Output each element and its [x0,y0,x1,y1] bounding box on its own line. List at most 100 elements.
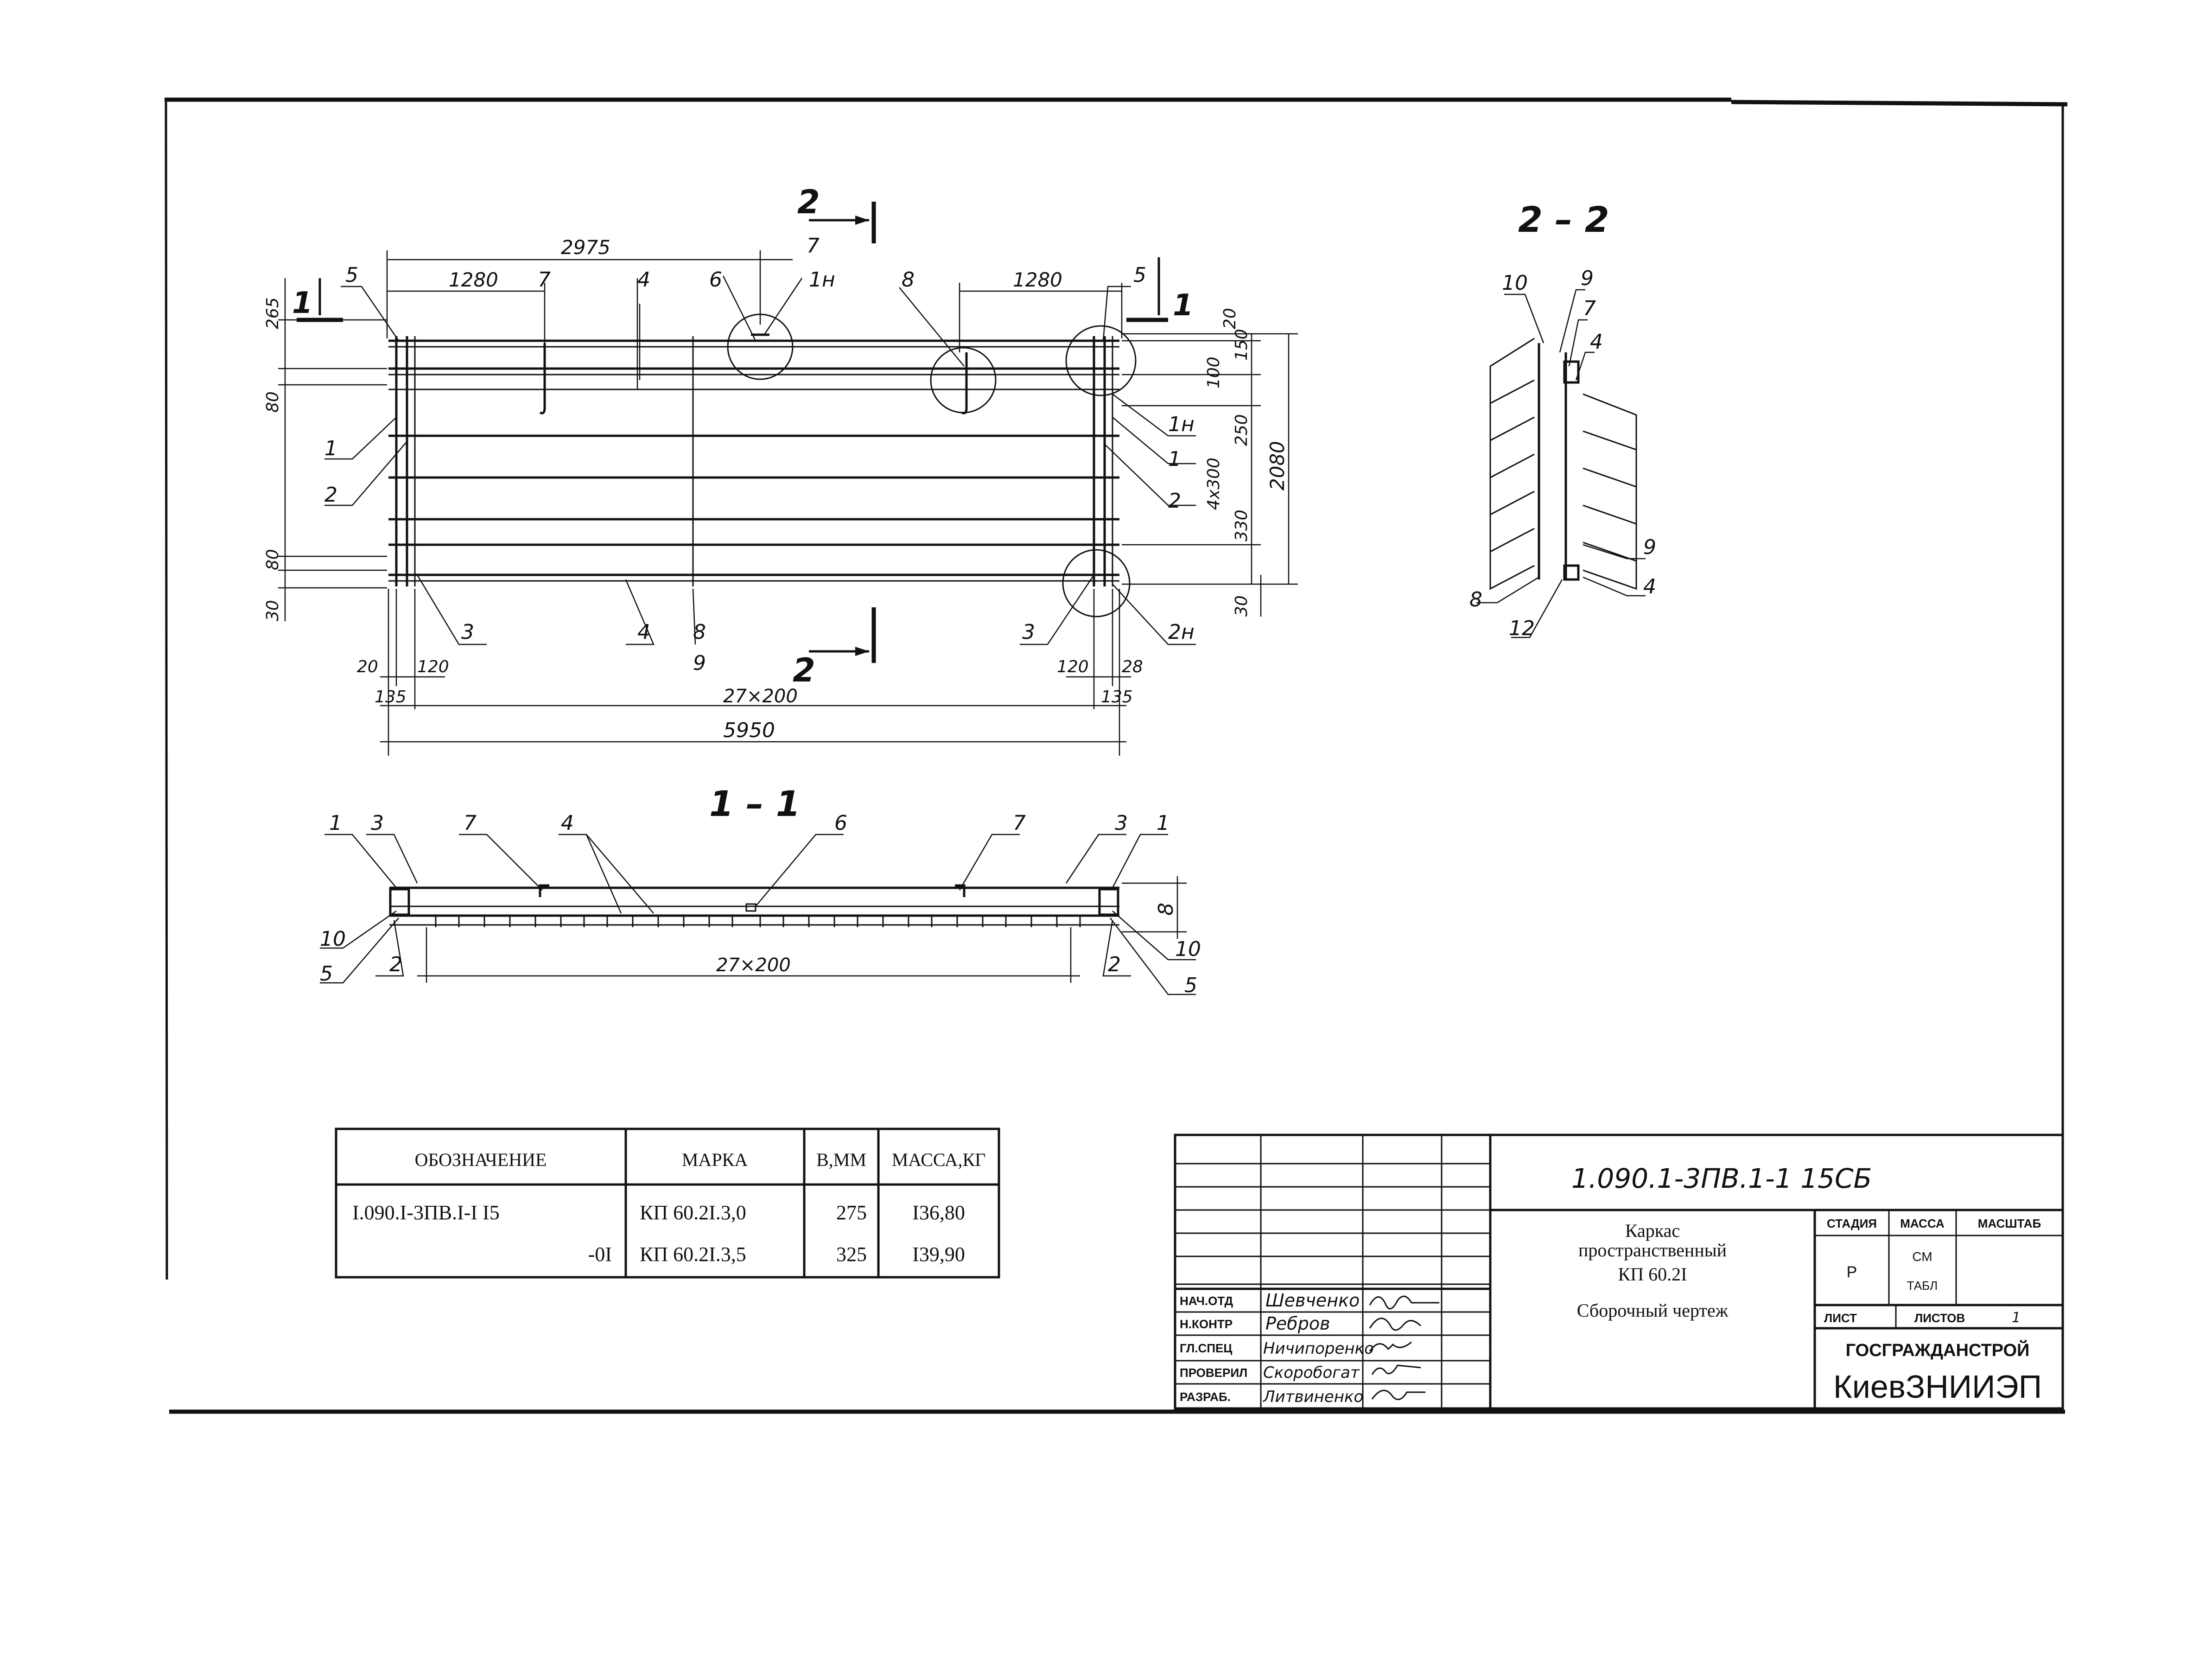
role-4: ПРОВЕРИЛ [1180,1366,1247,1380]
dim-265: 265 [263,297,282,329]
pos-4-top: 4 [637,268,650,292]
section-2-marker-top [809,202,876,243]
title-block: НАЧ.ОТД Шевченко Н.КОНТР Ребров ГЛ.СПЕЦ … [1174,1134,2064,1410]
hook-bar-8 [961,352,968,414]
top-dimensions [386,250,1123,389]
sec11-pos-10-right: 10 [1175,937,1201,961]
scale-label: МАСШТАБ [1978,1217,2041,1230]
spec-row2-b: 325 [836,1243,867,1266]
signature-grid [1175,1135,1490,1408]
spec-header-mass: МАССА,КГ [892,1149,986,1170]
dim-20-left: 20 [357,657,378,676]
section-1-1-leaders [320,834,1196,995]
role-2: Н.КОНТР [1180,1317,1233,1331]
sec11-pos-7-left: 7 [464,811,477,835]
spec-header-mark: МАРКА [682,1149,748,1170]
pos-5-left: 5 [345,263,358,287]
sec11-pos-4: 4 [561,811,574,835]
sec22-pos-8: 8 [1469,588,1482,611]
dim-27x200-section: 27×200 [716,955,791,976]
sec11-pos-10-left: 10 [320,927,346,951]
name-1: Шевченко [1265,1290,1360,1311]
sec22-pos-10: 10 [1502,271,1528,295]
section-2-2: 2 – 2 10 9 7 4 9 4 8 12 [1469,199,1656,640]
dim-27x200-plan: 27×200 [723,686,798,707]
dim-250: 250 [1232,414,1251,446]
dim-1280-right: 1280 [1013,268,1062,291]
pos-8-top: 8 [902,268,915,292]
mass-label: МАССА [1900,1217,1945,1230]
detail-circle-2h [1062,549,1131,618]
dim-1280-left: 1280 [449,268,498,291]
name-2: Ребров [1265,1313,1330,1334]
name-line-3: КП 60.2I [1618,1264,1687,1285]
section-1-1-title: 1 – 1 [709,783,801,824]
plan-leaders [324,275,1196,645]
dim-28: 28 [1122,657,1143,676]
role-3: ГЛ.СПЕЦ [1180,1341,1232,1355]
hook-bar-7-left [539,343,546,414]
pos-2-left: 2 [324,483,337,507]
pos-1-right: 1 [1168,447,1181,471]
dim-135-left: 135 [375,688,407,707]
spec-table: ОБОЗНАЧЕНИЕ МАРКА В,ММ МАССА,КГ I.090.I-… [335,1127,1000,1279]
sec22-pos-12: 12 [1509,617,1535,640]
sec22-pos-7: 7 [1583,297,1596,320]
name-line-4: Сборочный чертеж [1577,1300,1729,1321]
mass-value-2: ТАБЛ [1907,1279,1938,1293]
pos-6-top: 6 [709,268,722,292]
dim-100: 100 [1204,357,1223,389]
sec11-pos-2-left: 2 [389,953,402,976]
drawing-code: 1.090.1-3ПВ.1-1 15СБ [1571,1163,1872,1194]
pos-2-right: 2 [1168,489,1181,513]
section-1-label-right: 1 [1173,288,1194,323]
dim-150: 150 [1232,329,1251,361]
pos-3-right: 3 [1022,620,1035,644]
sec22-pos-9-bottom: 9 [1643,535,1656,559]
section-2-2-title: 2 – 2 [1518,199,1609,240]
pos-1h-top: 1н [809,268,835,292]
org-line-2: КиевЗНИИЭП [1833,1369,2042,1405]
name-line-2: пространственный [1578,1240,1727,1261]
dim-8: 8 [1154,903,1178,916]
sec11-pos-6: 6 [834,811,847,835]
section-1-marker-right [1126,257,1168,322]
sheet-label: ЛИСТ [1824,1311,1857,1325]
pos-5-right: 5 [1133,263,1146,287]
dim-135-right: 135 [1101,688,1133,707]
end-bars [395,336,1113,586]
dim-4x300: 4x300 [1204,458,1223,510]
name-4: Скоробогат [1263,1363,1360,1382]
dim-30-left: 30 [263,600,282,621]
spec-row2-mass: I39,90 [912,1243,965,1266]
longitudinal-bars [388,339,1119,582]
pos-7-left: 7 [538,268,551,292]
section-2-label-bottom: 2 [793,651,815,689]
pos-3-left: 3 [461,620,474,644]
detail-circle-8 [930,347,997,414]
pos-4-bottom: 4 [637,620,650,644]
sec11-pos-5-left: 5 [320,962,333,986]
dim-80-bottom: 80 [263,549,282,570]
stage-label: СТАДИЯ [1827,1217,1877,1230]
stage-value: Р [1847,1263,1857,1281]
spec-header-designation: ОБОЗНАЧЕНИЕ [415,1149,547,1170]
spec-row1-mass: I36,80 [912,1201,965,1224]
role-5: РАЗРАБ. [1180,1390,1231,1404]
dim-120-left: 120 [417,657,449,676]
sheets-label: ЛИСТОВ [1914,1311,1965,1325]
pos-2h-right: 2н [1168,620,1195,644]
sheets-value: 1 [2012,1310,2021,1326]
left-dimensions [278,278,387,621]
dim-20-right: 20 [1220,308,1239,329]
dim-30-right: 30 [1232,595,1251,617]
sec11-pos-1-right: 1 [1157,811,1170,835]
section-1-1-ticks [435,916,1081,927]
sec11-pos-5-right: 5 [1184,974,1197,997]
sheet-frame [165,97,2068,1414]
dim-330: 330 [1232,510,1251,541]
section-1-label-left: 1 [292,286,313,320]
dim-2975: 2975 [561,236,610,259]
sec11-pos-2-right: 2 [1108,953,1121,976]
detail-circle-1h [1065,325,1137,396]
